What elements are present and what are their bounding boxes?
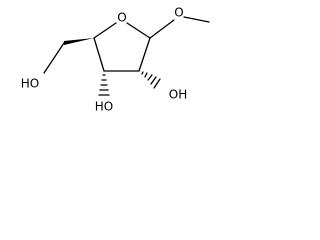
stereo-hash-c2-oh xyxy=(141,71,161,89)
stereo-hash-c3-oh xyxy=(98,74,110,96)
bond-c3-c4 xyxy=(93,37,105,72)
bond-c1-c2 xyxy=(138,37,151,72)
bond-c1-methoxyO xyxy=(149,19,175,39)
chemical-structure: O O HO HO OH xyxy=(21,6,210,114)
c3-oh-label: HO xyxy=(95,100,113,114)
bond-c5-oh xyxy=(43,42,65,74)
methoxy-oxygen-label: O xyxy=(174,6,183,20)
c2-oh-label: OH xyxy=(169,88,187,102)
bond-methoxyO-methyl xyxy=(183,16,210,23)
ring-oxygen-label: O xyxy=(117,11,126,25)
stereo-wedge-c4-c5 xyxy=(64,38,94,45)
bond-ringO-c1 xyxy=(126,22,151,39)
hydroxymethyl-oh-label: HO xyxy=(21,77,39,91)
bond-c4-ringO xyxy=(93,22,117,39)
